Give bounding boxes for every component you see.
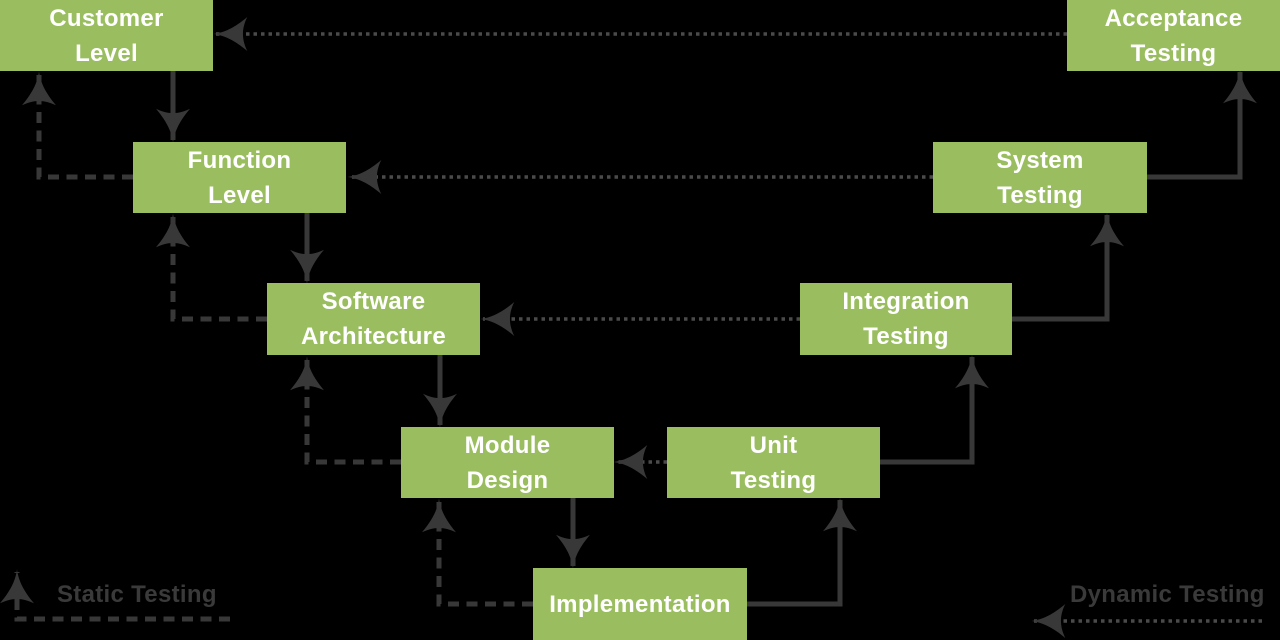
arrow-integration-to-system — [1012, 212, 1124, 322]
box-software-architecture: Software Architecture — [267, 283, 480, 355]
box-label-line: Software — [321, 288, 426, 315]
box-label-line: Integration — [842, 288, 970, 315]
box-label-line: Unit — [749, 431, 798, 459]
box-module-design: Module Design — [401, 427, 614, 498]
box-customer-level: Customer Level — [0, 0, 213, 71]
box-label-line: Level — [75, 39, 138, 67]
box-unit-testing: Unit Testing — [667, 427, 880, 498]
box-label-line: Acceptance — [1104, 4, 1243, 32]
box-label-line: Testing — [997, 181, 1083, 209]
box-label-line: Customer — [49, 4, 164, 32]
box-acceptance-testing: Acceptance Testing — [1067, 0, 1280, 71]
box-system-testing: System Testing — [933, 142, 1147, 213]
arrow-implementation-to-module — [422, 498, 533, 607]
box-function-level: Function Level — [133, 142, 346, 213]
arrow-software-to-function — [156, 213, 267, 322]
box-label-line: Implementation — [549, 590, 731, 618]
box-label-line: Level — [208, 181, 271, 209]
box-label-line: Testing — [1130, 39, 1217, 67]
box-label-line: Function — [187, 146, 292, 174]
dynamic-testing-legend-label: Dynamic Testing — [1070, 581, 1265, 608]
box-label-line: Design — [466, 466, 549, 494]
arrow-system-to-acceptance — [1147, 69, 1257, 180]
box-label-line: Module — [464, 431, 551, 459]
box-label-line: Testing — [730, 466, 817, 494]
arrow-module-to-software — [290, 356, 401, 465]
static-testing-legend-arrow — [0, 569, 230, 622]
box-implementation: Implementation — [533, 568, 747, 640]
box-integration-testing: Integration Testing — [800, 283, 1012, 355]
box-label-line: System — [996, 146, 1084, 174]
arrow-implementation-to-unit — [747, 497, 857, 607]
box-label-line: Testing — [863, 323, 949, 350]
static-testing-legend-label: Static Testing — [57, 581, 217, 608]
arrow-function-to-customer — [21, 71, 133, 180]
box-label-line: Architecture — [301, 323, 446, 350]
arrow-unit-to-integration — [880, 354, 989, 465]
